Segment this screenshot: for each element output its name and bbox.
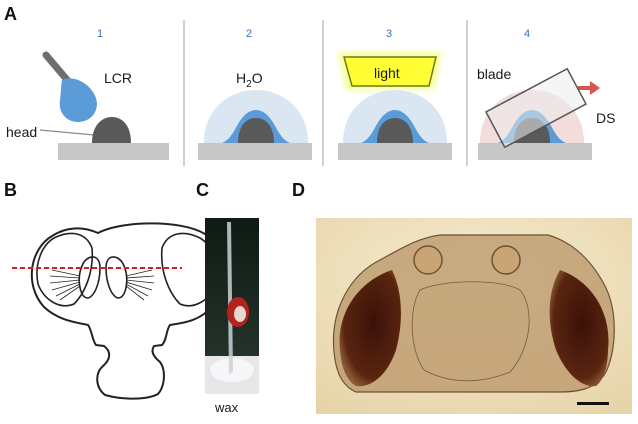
blade-shape	[484, 67, 588, 149]
head-outline	[30, 222, 227, 400]
panel-c-letter: C	[196, 180, 209, 200]
panel-b-letter: B	[4, 180, 17, 200]
light-lamp	[343, 56, 437, 87]
panel-c: C wax	[196, 180, 259, 415]
base-platform	[478, 143, 592, 160]
head-shape	[238, 118, 274, 143]
arrow-icon	[578, 81, 600, 95]
left-eye-outline	[36, 232, 94, 307]
lcr-label: LCR	[104, 70, 132, 86]
central-tissue	[411, 281, 530, 382]
water-label: H2O	[236, 70, 263, 90]
step-1-number: 1	[97, 28, 103, 40]
needle	[227, 222, 233, 374]
step-1: 1 LCR head	[6, 28, 169, 160]
base-platform	[58, 143, 169, 160]
blade-label: blade	[477, 66, 511, 82]
right-antenna-base	[491, 245, 521, 275]
panel-a: A 1 LCR head 2 H2O 3	[4, 4, 615, 166]
head-shape	[92, 117, 131, 143]
panel-a-letter: A	[4, 4, 17, 24]
step-4-number: 4	[524, 28, 530, 40]
step-2: 2 H2O	[198, 28, 312, 160]
left-fibers	[49, 269, 81, 301]
base-platform	[338, 143, 452, 160]
left-eye-dark	[339, 270, 401, 387]
lcr-droplet	[59, 78, 97, 122]
right-fibers	[125, 269, 155, 301]
scale-bar	[577, 402, 609, 405]
panel-d: D	[292, 180, 632, 414]
right-optic-lobe	[105, 256, 128, 299]
fly-head-highlight	[234, 306, 246, 322]
step-3: 3 light	[338, 28, 452, 160]
panel-d-letter: D	[292, 180, 305, 200]
step-4: 4 blade DS	[477, 28, 615, 160]
light-label: light	[374, 65, 400, 81]
base-platform	[198, 143, 312, 160]
left-antenna-base	[413, 245, 443, 275]
step-2-number: 2	[246, 28, 252, 40]
panel-b: B	[4, 180, 227, 400]
wax-label: wax	[214, 400, 239, 415]
head-pointer	[39, 129, 95, 136]
ds-label: DS	[596, 110, 615, 126]
head-shape	[377, 118, 413, 143]
right-eye-dark	[549, 270, 609, 387]
head-label: head	[6, 124, 37, 140]
step-3-number: 3	[386, 28, 392, 40]
